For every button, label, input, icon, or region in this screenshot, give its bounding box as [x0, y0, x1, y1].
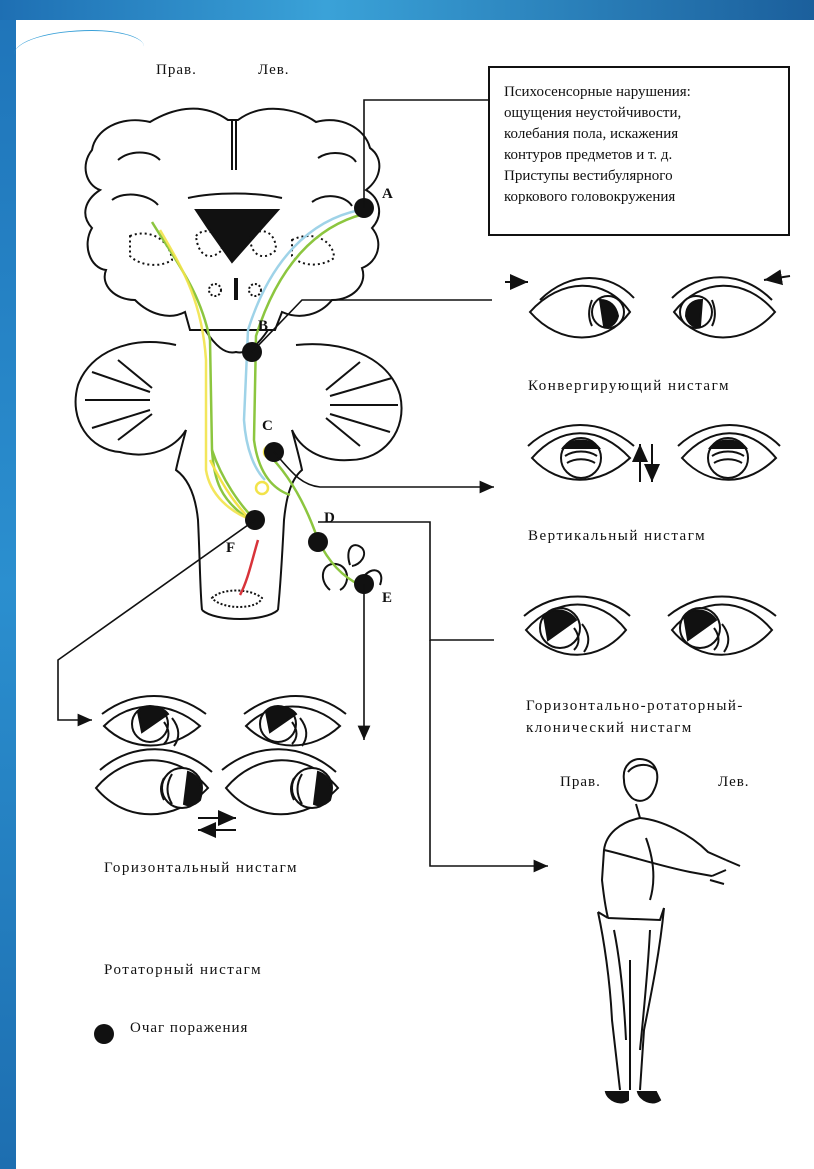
psychosensory-info-box: Психосенсорные нарушения: ощущения неуст…	[488, 66, 790, 236]
info-line: Психосенсорные нарушения:	[504, 82, 778, 103]
brain-coronal-section	[85, 109, 379, 330]
connector-b-converging	[252, 300, 492, 352]
caption-vertical-nystagmus: Вертикальный нистагм	[528, 528, 706, 545]
lesion-label-f: F	[226, 540, 235, 557]
info-line: колебания пола, искажения	[504, 124, 778, 145]
eyes-horizontal	[96, 749, 338, 830]
connector-d-figure	[430, 640, 548, 866]
legend-label: Очаг поражения	[130, 1020, 248, 1037]
lesion-label-b: B	[258, 318, 268, 335]
caption-converging-nystagmus: Конвергирующий нистагм	[528, 378, 730, 395]
lesion-label-a: A	[382, 186, 393, 203]
caption-horizontal-rotatory-line1: Горизонтально-ротаторный-	[526, 698, 744, 715]
info-line: коркового головокружения	[504, 187, 778, 208]
eyes-horizontal-rotatory	[524, 597, 776, 655]
eyes-converging	[505, 276, 790, 338]
lesion-points	[242, 198, 374, 594]
lesion-point-d	[308, 532, 328, 552]
figure-label-left: Лев.	[718, 774, 750, 791]
side-label-left: Лев.	[258, 62, 290, 79]
info-line: Приступы вестибулярного	[504, 166, 778, 187]
brainstem-cerebellum	[76, 330, 402, 619]
caption-horizontal-rotatory-line2: клонический нистагм	[526, 720, 693, 737]
connector-c-vertical	[274, 452, 494, 487]
info-line: контуров предметов и т. д.	[504, 145, 778, 166]
lesion-label-c: C	[262, 418, 273, 435]
lesion-label-e: E	[382, 590, 392, 607]
figure-label-right: Прав.	[560, 774, 601, 791]
caption-horizontal-nystagmus: Горизонтальный нистагм	[104, 860, 298, 877]
vestibular-pathways	[152, 210, 364, 595]
eyes-vertical	[528, 425, 780, 482]
lesion-label-d: D	[324, 510, 335, 527]
side-label-right: Прав.	[156, 62, 197, 79]
connector-lines	[58, 100, 548, 866]
legend-lesion-marker	[94, 1024, 114, 1044]
standing-figure	[598, 759, 740, 1102]
eyes-rotatory	[102, 696, 346, 746]
caption-rotatory-nystagmus: Ротаторный нистагм	[104, 962, 262, 979]
info-line: ощущения неустойчивости,	[504, 103, 778, 124]
connector-d-horizrot	[318, 522, 494, 640]
